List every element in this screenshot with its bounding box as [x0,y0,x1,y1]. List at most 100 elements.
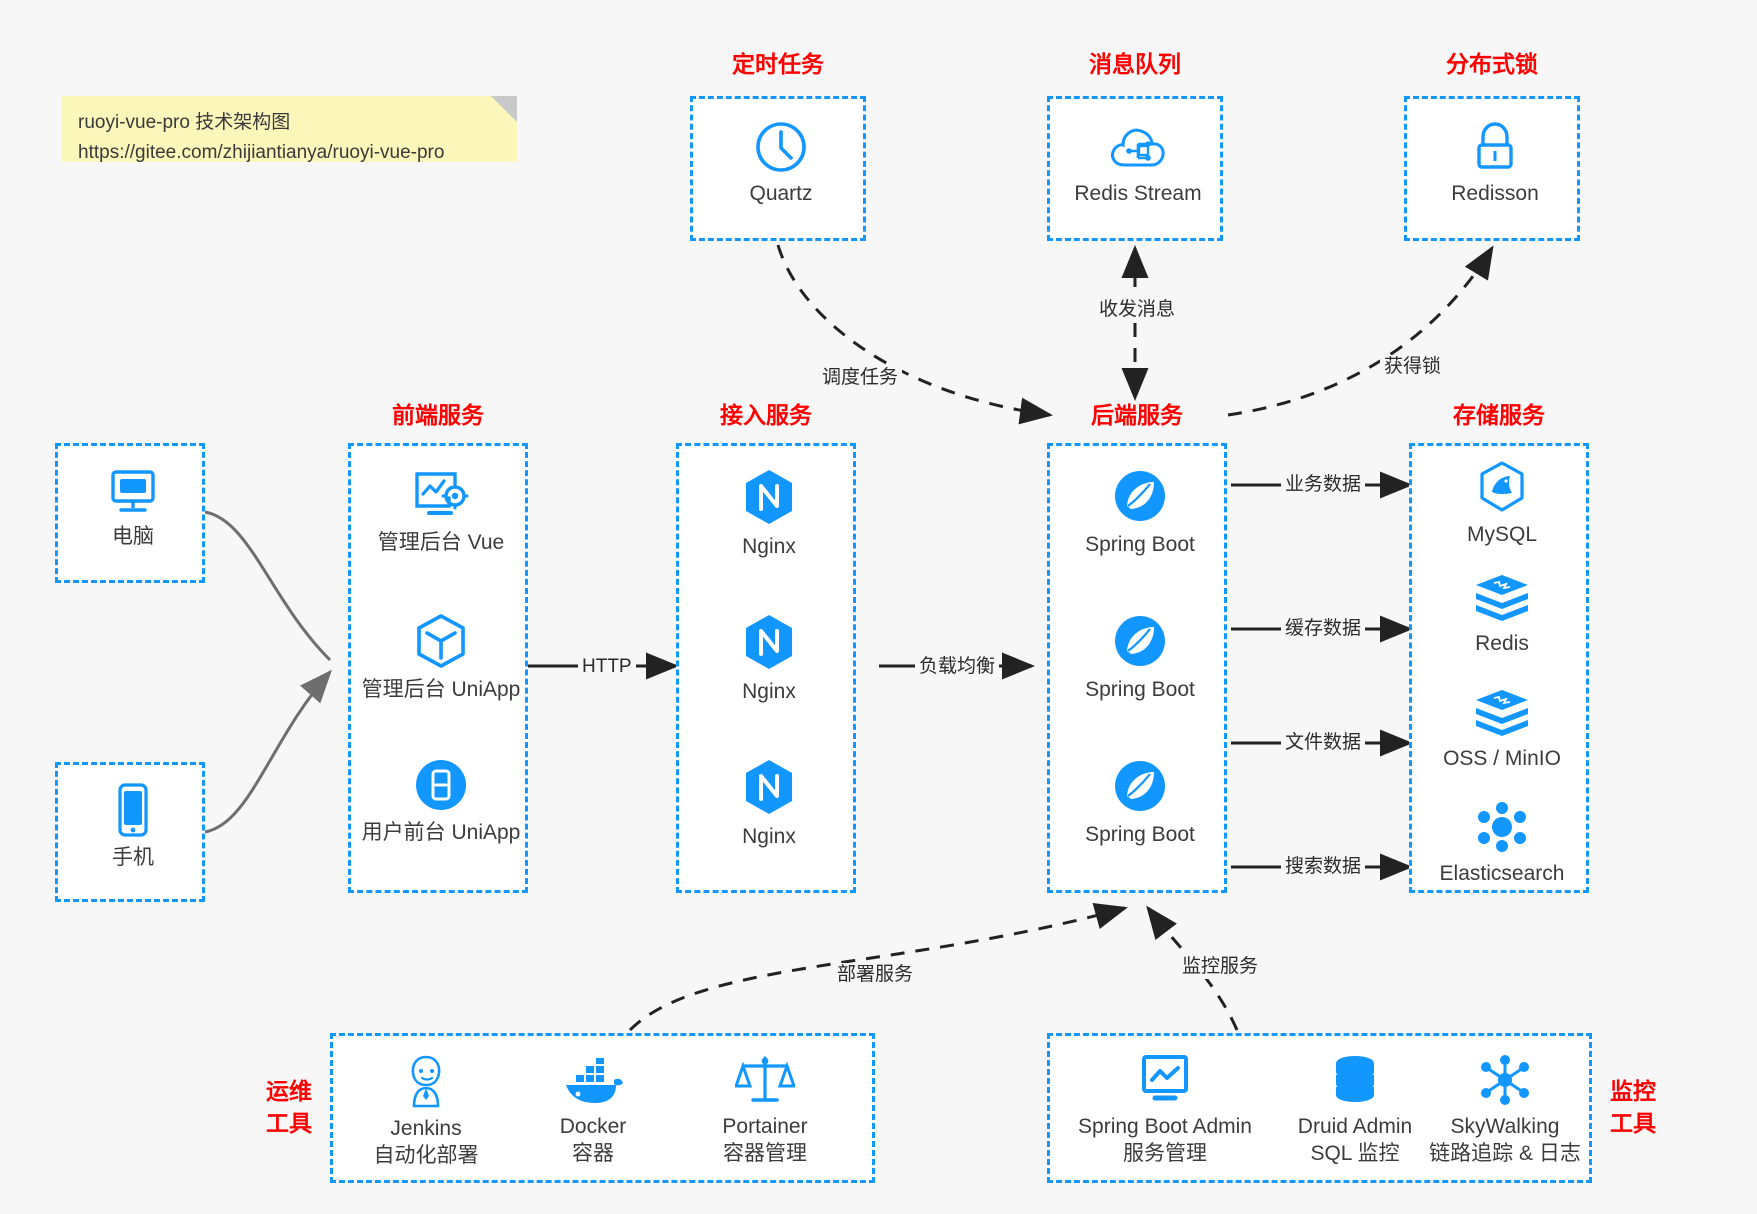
nginx-icon [746,615,792,669]
node-label-admin-vue: 管理后台 Vue [377,531,505,554]
group-title-ops-tools-line1: 运维 [266,1078,312,1104]
group-box-phone: 手机 [55,762,205,902]
note-fold-corner [491,96,517,122]
node-nginx-2[interactable]: Nginx [679,613,859,705]
node-nginx-3[interactable]: Nginx [679,758,859,850]
node-mysql[interactable]: MySQL [1412,460,1592,548]
node-label-phone: 手机 [112,846,154,869]
node-label-spring-boot-2: Spring Boot [1085,678,1195,701]
group-title-access-service: 接入服务 [720,402,812,428]
sticky-note: ruoyi-vue-pro 技术架构图 https://gitee.com/zh… [62,96,517,163]
node-sublabel-docker: 容器 [572,1142,614,1165]
edge-label-schedule-task: 调度任务 [818,366,903,390]
mysql-dolphin-icon [1480,461,1524,512]
node-computer[interactable]: 电脑 [58,468,208,550]
mobile-icon [118,783,148,837]
node-label-elasticsearch: Elasticsearch [1439,862,1565,885]
node-label-admin-uniapp: 管理后台 UniApp [361,678,521,701]
group-title-monitor-tools-line1: 监控 [1610,1078,1656,1104]
edge-label-monitor-service: 监控服务 [1178,955,1263,979]
cube-icon [417,614,465,668]
group-box-ops-tools: Jenkins 自动化部署 Docker 容器 [330,1033,875,1183]
oss-stack-icon [1476,690,1528,736]
node-redisson[interactable]: Redisson [1407,121,1583,207]
node-spring-boot-2[interactable]: Spring Boot [1050,613,1230,703]
node-label-docker: Docker [559,1115,627,1138]
group-title-ops-tools-line2: 工具 [266,1110,312,1136]
node-phone[interactable]: 手机 [58,783,208,871]
clock-icon [756,122,806,172]
edge-label-file-data: 文件数据 [1281,731,1366,755]
node-sublabel-skywalking: 链路追踪 & 日志 [1429,1142,1581,1165]
skywalking-node-icon [1481,1055,1529,1105]
group-box-monitor-tools: Spring Boot Admin 服务管理 Druid Admin SQL 监… [1047,1033,1592,1183]
group-box-scheduled-task: Quartz [690,96,866,241]
edge-label-business-data: 业务数据 [1281,473,1366,497]
edge-label-search-data: 搜索数据 [1281,855,1366,879]
edge-label-deploy-service: 部署服务 [833,963,918,987]
node-sublabel-druid-admin: SQL 监控 [1310,1142,1400,1165]
edge-label-cache-data: 缓存数据 [1281,617,1366,641]
node-label-mysql: MySQL [1466,523,1537,546]
node-redis-stream[interactable]: Redis Stream [1050,121,1226,207]
group-title-monitor-tools: 监控 工具 [1602,1075,1664,1139]
group-box-message-queue: Redis Stream [1047,96,1223,241]
node-redis[interactable]: Redis [1412,571,1592,657]
docker-whale-icon [566,1058,623,1103]
database-cylinder-icon [1336,1056,1374,1102]
node-label-druid-admin: Druid Admin [1297,1115,1413,1138]
node-admin-uniapp[interactable]: 管理后台 UniApp [351,613,531,703]
group-box-storage-service: MySQL Redis OSS / MinIO [1409,443,1589,893]
app-window-icon [416,760,466,810]
edge-label-send-receive-message: 收发消息 [1095,298,1180,322]
group-title-ops-tools: 运维 工具 [258,1075,320,1139]
node-label-spring-boot-admin: Spring Boot Admin [1078,1115,1252,1138]
node-label-oss-minio: OSS / MinIO [1443,747,1561,770]
node-spring-boot-1[interactable]: Spring Boot [1050,468,1230,558]
edge-label-acquire-lock: 获得锁 [1380,355,1446,379]
node-jenkins[interactable]: Jenkins 自动化部署 [351,1052,501,1169]
portainer-scale-icon [735,1056,795,1102]
nginx-icon [746,470,792,524]
node-label-redis: Redis [1475,632,1529,655]
node-skywalking[interactable]: SkyWalking 链路追踪 & 日志 [1420,1054,1590,1167]
group-box-frontend-service: 管理后台 Vue 管理后台 UniApp 用户前台 UniApp [348,443,528,893]
node-spring-boot-3[interactable]: Spring Boot [1050,758,1230,848]
node-label-jenkins: Jenkins [390,1117,462,1140]
node-label-redisson: Redisson [1451,182,1539,205]
group-title-scheduled-task: 定时任务 [732,51,824,77]
node-quartz[interactable]: Quartz [693,121,869,207]
node-portainer[interactable]: Portainer 容器管理 [685,1052,845,1167]
node-label-spring-boot-3: Spring Boot [1085,823,1195,846]
node-sublabel-portainer: 容器管理 [723,1142,807,1165]
node-label-nginx-1: Nginx [742,535,796,558]
group-box-distributed-lock: Redisson [1404,96,1580,241]
nginx-icon [746,760,792,814]
edge-label-http: HTTP [578,655,636,679]
node-label-user-uniapp: 用户前台 UniApp [361,821,521,844]
node-druid-admin[interactable]: Druid Admin SQL 监控 [1280,1054,1430,1167]
group-box-access-service: Nginx Nginx Nginx [676,443,856,893]
node-user-uniapp[interactable]: 用户前台 UniApp [351,758,531,846]
group-title-monitor-tools-line2: 工具 [1610,1110,1656,1136]
node-spring-boot-admin[interactable]: Spring Boot Admin 服务管理 [1060,1054,1270,1167]
spring-leaf-icon [1115,471,1165,521]
node-label-spring-boot-1: Spring Boot [1085,533,1195,556]
group-box-computer: 电脑 [55,443,205,583]
elasticsearch-icon [1478,802,1526,852]
node-label-portainer: Portainer [722,1115,808,1138]
node-docker[interactable]: Docker 容器 [518,1058,668,1167]
node-oss-minio[interactable]: OSS / MinIO [1412,686,1592,772]
node-label-quartz: Quartz [749,182,813,205]
node-elasticsearch[interactable]: Elasticsearch [1412,801,1592,887]
node-admin-vue[interactable]: 管理后台 Vue [351,468,531,556]
node-sublabel-spring-boot-admin: 服务管理 [1123,1142,1207,1165]
spring-leaf-icon [1115,616,1165,666]
node-nginx-1[interactable]: Nginx [679,468,859,560]
node-label-redis-stream: Redis Stream [1074,182,1202,205]
cloud-stream-icon [1111,128,1165,167]
redis-stack-icon [1476,575,1528,621]
jenkins-butler-icon [411,1055,441,1108]
note-title: ruoyi-vue-pro 技术架构图 [78,112,291,133]
